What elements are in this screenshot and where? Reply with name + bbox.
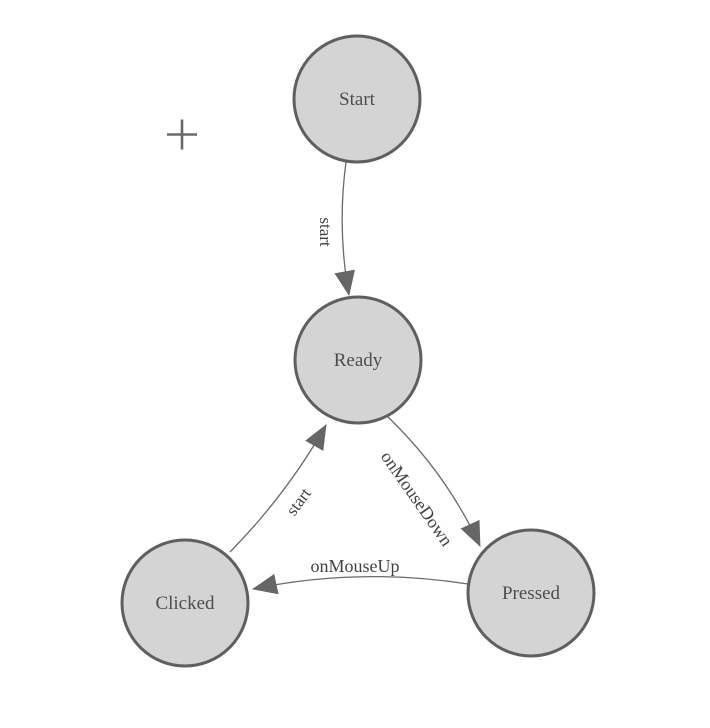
edge-label-pressed-to-clicked: onMouseUp bbox=[311, 556, 400, 576]
edge-ready-to-pressed: onMouseDown bbox=[377, 416, 481, 550]
state-label-pressed: Pressed bbox=[502, 583, 561, 604]
state-node-pressed[interactable]: Pressed bbox=[466, 528, 596, 658]
state-label-ready: Ready bbox=[334, 350, 383, 371]
state-circle-ready[interactable] bbox=[293, 295, 423, 425]
edge-label-start-to-ready: start bbox=[316, 217, 335, 247]
edge-start-to-ready: start bbox=[316, 161, 355, 297]
state-node-ready[interactable]: Ready bbox=[293, 295, 423, 425]
edge-pressed-to-clicked: onMouseUp bbox=[251, 556, 469, 595]
edge-path-start-to-ready[interactable] bbox=[334, 161, 355, 297]
state-circle-pressed[interactable] bbox=[466, 528, 596, 658]
edge-label-clicked-to-ready: start bbox=[282, 484, 315, 519]
edge-path-ready-to-pressed[interactable] bbox=[387, 416, 481, 547]
edge-clicked-to-ready: start bbox=[229, 424, 327, 553]
edge-path-clicked-to-ready[interactable] bbox=[229, 424, 327, 553]
state-node-clicked[interactable]: Clicked bbox=[120, 538, 250, 668]
edge-label-ready-to-pressed: onMouseDown bbox=[377, 447, 457, 549]
state-circle-start[interactable] bbox=[292, 34, 422, 164]
state-label-clicked: Clicked bbox=[155, 593, 215, 614]
state-label-start: Start bbox=[339, 89, 376, 110]
crosshair-icon bbox=[167, 119, 197, 150]
state-circle-clicked[interactable] bbox=[120, 538, 250, 668]
edge-path-pressed-to-clicked[interactable] bbox=[251, 573, 469, 595]
state-node-start[interactable]: Start bbox=[292, 34, 422, 164]
